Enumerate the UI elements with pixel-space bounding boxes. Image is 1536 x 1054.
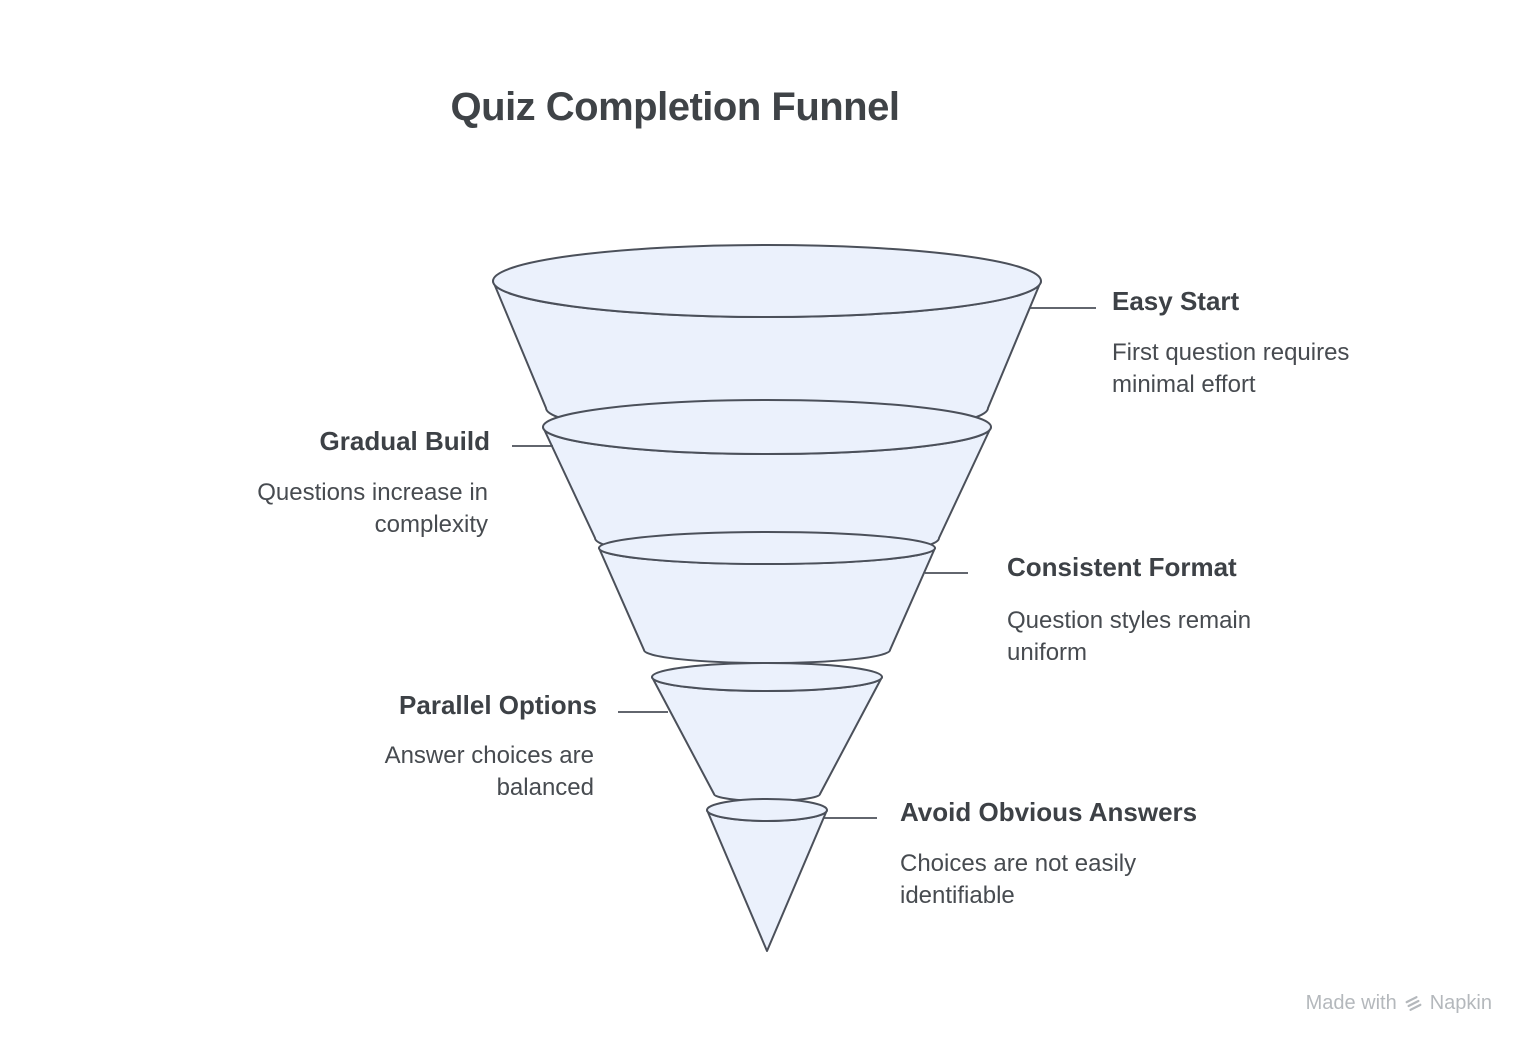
- stage-description-parallel-options: Answer choices are balanced: [384, 742, 594, 801]
- funnel-segment-easy-start-rim: [492, 244, 1042, 318]
- stage-label-consistent-format: Consistent Format: [1007, 552, 1237, 582]
- watermark-brand-text: Napkin: [1429, 992, 1492, 1014]
- funnel-segment-parallel-options: [651, 676, 883, 802]
- stage-label-parallel-options: Parallel Options: [399, 690, 597, 720]
- napkin-logo-icon: [1404, 994, 1423, 1013]
- stage-label-avoid-obvious-answers: Avoid Obvious Answers: [900, 797, 1198, 827]
- funnel-segment-parallel-options-rim: [651, 662, 883, 692]
- funnel-segment-avoid-obvious-answers-rim: [706, 798, 828, 822]
- funnel-segment-gradual-build-rim: [542, 399, 992, 455]
- page-title: Quiz Completion Funnel: [450, 85, 900, 129]
- funnel-segment-avoid-obvious-answers: [706, 809, 828, 952]
- funnel-segment-consistent-format-rim: [598, 531, 936, 565]
- stage-description-consistent-format: Question styles remain uniform: [1007, 607, 1252, 666]
- stage-label-easy-start: Easy Start: [1112, 286, 1240, 316]
- funnel-segment-consistent-format: [598, 547, 936, 664]
- stage-description-easy-start: First question requires minimal effort: [1112, 339, 1350, 398]
- stage-description-gradual-build: Questions increase in complexity: [257, 479, 488, 538]
- watermark-made-with-text: Made with: [1305, 992, 1397, 1014]
- watermark: Made with Napkin: [1280, 992, 1492, 1015]
- stage-label-gradual-build: Gradual Build: [319, 426, 490, 456]
- stage-description-avoid-obvious-answers: Choices are not easily identifiable: [900, 850, 1137, 909]
